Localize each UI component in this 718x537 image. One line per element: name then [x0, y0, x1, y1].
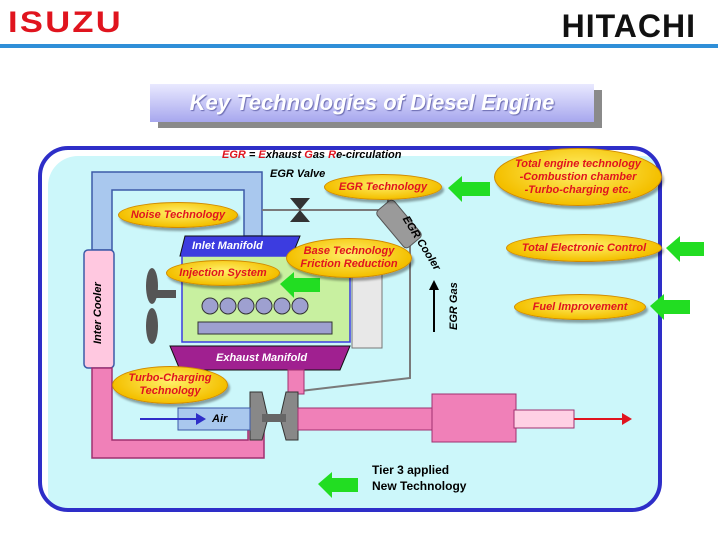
tailpipe [513, 409, 575, 429]
legend-text: Tier 3 applied New Technology [372, 462, 466, 494]
new-tech-arrows [280, 176, 704, 498]
exhaust-manifold [169, 345, 351, 371]
egr-e: E [258, 149, 266, 161]
egr-xhaust: xhaust [265, 149, 305, 161]
exhaust-pipe [297, 407, 435, 431]
crankshaft [197, 321, 333, 335]
egr-return-line [291, 240, 411, 393]
exhaust-manifold-label: Exhaust Manifold [216, 352, 308, 364]
noise-technology-oval: Noise Technology [118, 202, 238, 228]
egr-gas-label: EGR Gas [448, 282, 460, 330]
total-engine-line2: -Combustion chamber [519, 170, 637, 183]
egr-abbr: EGR [222, 149, 246, 161]
injection-system-oval: Injection System [166, 260, 280, 286]
total-engine-line3: -Turbo-charging etc. [524, 183, 632, 196]
egr-valve [290, 198, 310, 210]
turbo-charging-line2: Technology [139, 385, 201, 397]
fuel-improvement-text: Fuel Improvement [532, 301, 628, 313]
egr-technology-text: EGR Technology [338, 181, 428, 193]
total-engine-line1: Total engine technology [514, 157, 642, 170]
egr-ecirculation: e-circulation [336, 149, 402, 161]
isuzu-logo: ISUZU [8, 6, 123, 39]
page-title: Key Technologies of Diesel Engine [189, 90, 555, 115]
legend-line1: Tier 3 applied [372, 463, 450, 477]
hitachi-logo: HITACHI [561, 8, 696, 44]
exhaust-downpipe [287, 369, 305, 395]
turbo-shaft [262, 414, 286, 422]
base-technology-line2: Friction Reduction [300, 258, 398, 270]
egr-definition: EGR = Exhaust Gas Re-circulation [222, 149, 401, 161]
egr-as: as [312, 149, 329, 161]
arrow-egr [448, 176, 490, 202]
egr-equals: = [245, 149, 259, 161]
arrow-legend [318, 472, 358, 498]
egr-g: G [304, 149, 313, 161]
turbo-charging-line1: Turbo-Charging [128, 372, 212, 384]
turbo-turbine [279, 391, 299, 441]
fuel-improvement-oval: Fuel Improvement [514, 294, 646, 320]
header-divider [0, 44, 718, 48]
egr-r: R [328, 149, 337, 161]
egr-valve-label: EGR Valve [270, 168, 326, 180]
cylinders [201, 297, 309, 315]
total-engine-technology-oval: Total engine technology -Combustion cham… [494, 148, 662, 206]
base-technology-oval: Base Technology Friction Reduction [286, 238, 412, 278]
base-technology-line1: Base Technology [303, 245, 395, 257]
egr-technology-oval: EGR Technology [324, 174, 442, 200]
electronic-control-oval: Total Electronic Control [506, 234, 662, 262]
arrow-injection [280, 272, 320, 298]
injection-system-text: Injection System [179, 267, 267, 279]
fan [146, 268, 176, 344]
legend-line2: New Technology [372, 479, 467, 493]
radiator [351, 265, 383, 349]
arrow-fuel [650, 294, 690, 320]
air-label: Air [212, 413, 228, 425]
inter-cooler-label: Inter Cooler [92, 282, 104, 344]
turbo-charging-oval: Turbo-Charging Technology [112, 366, 228, 404]
inlet-manifold-label: Inlet Manifold [192, 240, 263, 252]
title-box [150, 84, 594, 122]
muffler [431, 393, 517, 443]
arrow-electronic [666, 236, 704, 262]
noise-technology-text: Noise Technology [130, 209, 226, 221]
electronic-control-text: Total Electronic Control [521, 242, 647, 254]
egr-cooler [376, 199, 422, 249]
